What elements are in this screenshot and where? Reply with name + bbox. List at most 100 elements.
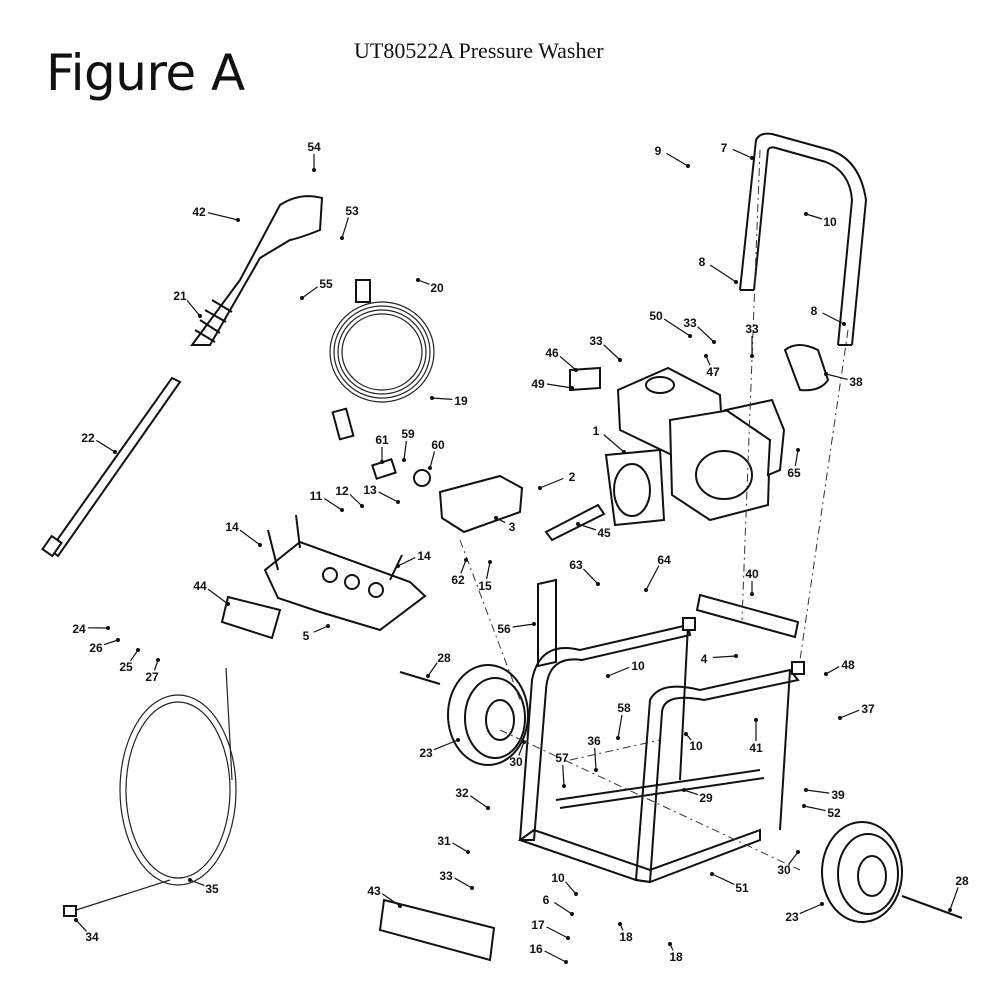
- callout-59: 59: [401, 427, 415, 462]
- callout-number: 53: [345, 204, 359, 218]
- leader-dot: [562, 784, 566, 788]
- leader-line: [805, 789, 830, 794]
- leader-line: [207, 588, 229, 605]
- callout-42: 42: [192, 205, 240, 222]
- leader-dot: [396, 564, 400, 568]
- callout-37: 37: [838, 702, 875, 720]
- leader-line: [546, 383, 573, 389]
- callout-36: 36: [587, 734, 601, 772]
- callout-25: 25: [119, 648, 140, 674]
- figure-label: Figure A: [46, 44, 245, 102]
- leader-line: [429, 451, 436, 469]
- leader-line: [485, 561, 491, 580]
- callout-47: 47: [704, 354, 720, 379]
- leader-dot: [750, 156, 754, 160]
- leader-dot: [538, 486, 542, 490]
- callout-1: 1: [593, 424, 626, 454]
- callout-56: 56: [497, 622, 536, 636]
- leader-dot: [522, 740, 526, 744]
- callout-38: 38: [824, 372, 863, 389]
- leader-line: [381, 893, 401, 907]
- callout-number: 49: [531, 377, 545, 391]
- leader-dot: [574, 892, 578, 896]
- leader-line: [75, 919, 87, 932]
- callout-number: 62: [451, 573, 465, 587]
- callout-46: 46: [545, 346, 578, 372]
- callout-40: 40: [745, 567, 759, 596]
- leader-dot: [796, 850, 800, 854]
- coiled-hose-drawing: [329, 279, 435, 441]
- leader-line: [207, 212, 239, 221]
- callout-number: 48: [841, 658, 855, 672]
- callout-number: 30: [509, 755, 523, 769]
- leader-line: [712, 655, 737, 659]
- callout-21: 21: [173, 289, 202, 318]
- leader-dot: [564, 960, 568, 964]
- callout-number: 7: [721, 141, 728, 155]
- callout-28a: 28: [426, 651, 451, 678]
- callout-number: 6: [543, 893, 550, 907]
- callout-number: 33: [745, 322, 759, 336]
- callout-number: 9: [655, 144, 662, 158]
- callout-number: 41: [749, 741, 763, 755]
- callout-number: 38: [849, 375, 863, 389]
- callout-51: 51: [710, 872, 749, 895]
- leader-line: [663, 318, 691, 337]
- callout-number: 59: [401, 427, 415, 441]
- callout-number: 18: [669, 950, 683, 964]
- leader-line: [103, 639, 119, 646]
- leader-dot: [842, 322, 846, 326]
- pump-bracket-drawing: [263, 514, 427, 632]
- callout-64: 64: [644, 553, 671, 592]
- leader-dot: [360, 504, 364, 508]
- leader-dot: [380, 460, 384, 464]
- callout-number: 43: [367, 884, 381, 898]
- callout-number: 33: [439, 869, 453, 883]
- callout-60: 60: [428, 438, 445, 470]
- callout-11: 11: [310, 489, 344, 512]
- callout-number: 23: [419, 746, 433, 760]
- leader-line: [554, 902, 573, 915]
- leader-line: [803, 805, 826, 812]
- leader-dot: [402, 458, 406, 462]
- leader-dot: [576, 522, 580, 526]
- leader-dot: [430, 396, 434, 400]
- leader-dot: [464, 558, 468, 562]
- leader-line: [794, 449, 799, 467]
- leader-line: [378, 491, 399, 503]
- callout-number: 63: [569, 558, 583, 572]
- leader-dot: [396, 500, 400, 504]
- leader-line: [397, 557, 416, 567]
- leader-line: [583, 568, 599, 585]
- leader-line: [544, 950, 567, 963]
- leader-dot: [838, 716, 842, 720]
- callout-number: 61: [375, 433, 389, 447]
- callout-10d: 10: [551, 871, 578, 896]
- leader-line: [799, 903, 823, 915]
- leader-line: [709, 264, 737, 283]
- callout-65: 65: [787, 448, 801, 480]
- leader-dot: [820, 902, 824, 906]
- leader-line: [129, 649, 139, 662]
- callout-14a: 14: [225, 520, 262, 547]
- callout-28b: 28: [948, 874, 969, 912]
- callout-number: 52: [827, 806, 841, 820]
- wheel-right-drawing: [821, 821, 903, 923]
- leader-line: [839, 709, 860, 719]
- leader-dot: [236, 218, 240, 222]
- callout-4: 4: [701, 652, 738, 666]
- leader-dot: [258, 543, 262, 547]
- callout-number: 37: [861, 702, 875, 716]
- leader-dot: [644, 588, 648, 592]
- callout-number: 16: [529, 942, 543, 956]
- leader-line: [603, 434, 625, 453]
- pump-drawing: [371, 457, 524, 534]
- callout-number: 20: [430, 281, 444, 295]
- leader-line: [539, 477, 564, 489]
- leader-line: [189, 879, 205, 886]
- leader-dot: [340, 236, 344, 240]
- leader-dot: [684, 732, 688, 736]
- callout-number: 14: [225, 520, 239, 534]
- leader-dot: [754, 718, 758, 722]
- callout-number: 1: [593, 424, 600, 438]
